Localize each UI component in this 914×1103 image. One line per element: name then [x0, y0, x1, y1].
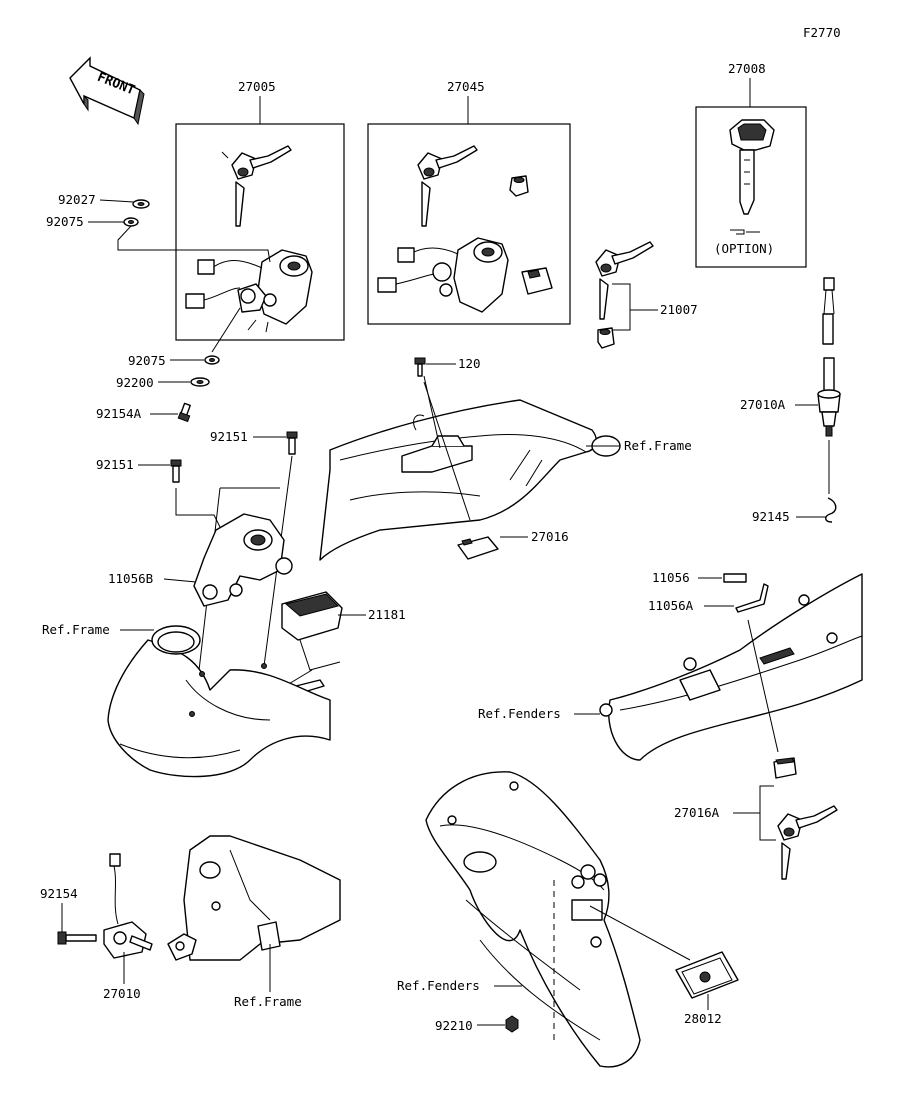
label-21181: 21181 — [368, 607, 406, 622]
label-ref-fenders-bottom: Ref.Fenders — [397, 978, 480, 993]
label-92145: 92145 — [752, 509, 790, 524]
label-92027: 92027 — [58, 192, 96, 207]
module-21181-icon — [279, 591, 343, 699]
label-92154: 92154 — [40, 886, 78, 901]
kit-box-27008 — [695, 106, 807, 268]
label-11056B: 11056B — [108, 571, 153, 586]
key-pair-icon — [221, 145, 292, 227]
lock-module-icon — [521, 267, 553, 295]
screw-120-icon — [414, 357, 426, 377]
reflector-28012-icon — [675, 951, 739, 999]
label-21007: 21007 — [660, 302, 698, 317]
rear-tail-icon — [599, 573, 863, 761]
washer-92075-upper-icon — [123, 217, 139, 227]
label-92210: 92210 — [435, 1018, 473, 1033]
label-92154A: 92154A — [96, 406, 142, 421]
bolt-92154A-icon — [177, 402, 191, 423]
label-11056: 11056 — [652, 570, 690, 585]
blank-key-icon — [729, 119, 775, 215]
upper-frame-icon — [319, 399, 621, 561]
label-ref-frame-top: Ref.Frame — [624, 438, 692, 453]
rod-11056A-icon — [735, 583, 769, 613]
label-27016A: 27016A — [674, 805, 720, 820]
sensor-27010A-icon — [817, 277, 841, 437]
key-cylinder-21007-icon — [597, 327, 615, 349]
nut-92210-icon — [505, 1015, 519, 1033]
label-11056A: 11056A — [648, 598, 694, 613]
bolt-92151-right-icon — [286, 431, 298, 455]
washer-92075-lower-icon — [204, 355, 220, 365]
label-ref-frame-bottom: Ref.Frame — [234, 994, 302, 1009]
label-28012: 28012 — [684, 1011, 722, 1026]
label-27010: 27010 — [103, 986, 141, 1001]
ignition-switch-icon — [185, 249, 313, 333]
bolt-92154-icon — [57, 931, 97, 945]
label-27008: 27008 — [728, 61, 766, 76]
label-92151-right: 92151 — [210, 429, 248, 444]
label-92075-lower: 92075 — [128, 353, 166, 368]
figure-code: F2770 — [803, 25, 841, 40]
group-27008: 27008 (OPTION) — [695, 61, 807, 268]
key-cylinder-icon — [509, 175, 529, 197]
label-92200: 92200 — [116, 375, 154, 390]
key-pair-21007-icon — [595, 241, 654, 320]
key-pair-27016A-icon — [777, 805, 838, 880]
label-27016: 27016 — [531, 529, 569, 544]
group-27045: 27045 — [367, 79, 571, 325]
steering-bracket-11056B-icon — [193, 513, 293, 607]
key-pair-icon — [417, 145, 478, 227]
label-27010A: 27010A — [740, 397, 786, 412]
label-ref-frame-left: Ref.Frame — [42, 622, 110, 637]
sensor-27010-icon — [103, 853, 197, 961]
main-frame-icon — [107, 625, 331, 778]
lock-27016A-icon — [773, 757, 797, 779]
washer-92027-icon — [132, 199, 150, 209]
label-92151-left: 92151 — [96, 457, 134, 472]
front-arrow-icon: FRONT — [69, 56, 145, 126]
label-92075-upper: 92075 — [46, 214, 84, 229]
label-27005: 27005 — [238, 79, 276, 94]
ignition-switch-icon — [377, 237, 509, 313]
clip-92145-icon — [825, 497, 837, 523]
rear-fender-icon — [425, 771, 641, 1068]
bolt-92151-left-icon — [170, 459, 182, 483]
frame-bracket-icon — [183, 835, 341, 961]
option-symbol-icon — [730, 229, 760, 235]
label-120: 120 — [458, 356, 481, 371]
washer-92200-icon — [190, 377, 210, 387]
option-label: (OPTION) — [714, 241, 774, 256]
clip-11056-icon — [723, 573, 747, 583]
group-27005: 27005 — [175, 79, 345, 353]
kit-box-27045 — [367, 123, 571, 325]
label-27045: 27045 — [447, 79, 485, 94]
bracket-27016-icon — [457, 536, 499, 560]
label-ref-fenders-mid: Ref.Fenders — [478, 706, 561, 721]
